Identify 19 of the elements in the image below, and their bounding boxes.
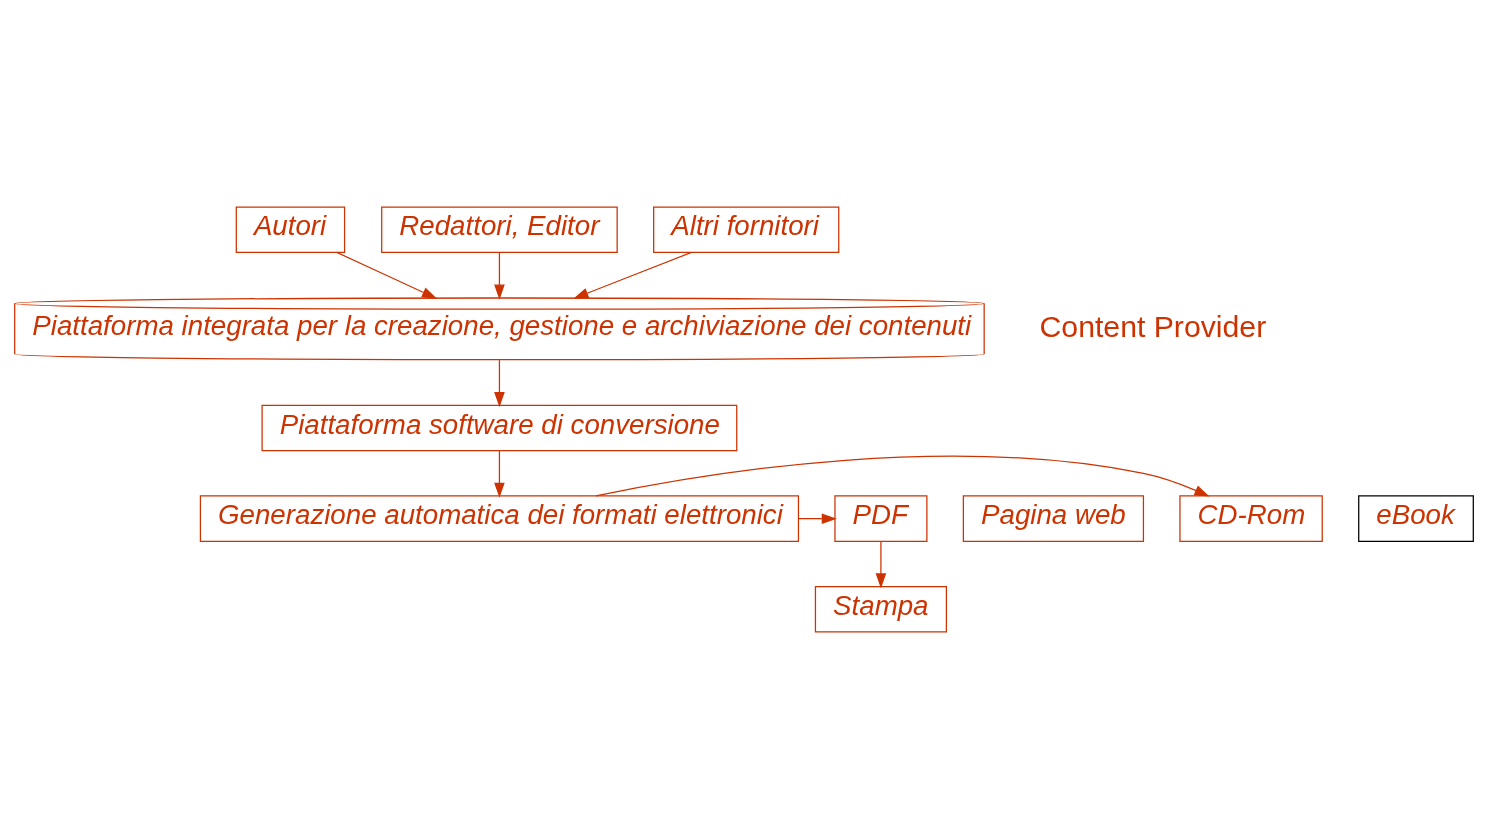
node-box: Stampa <box>814 585 947 633</box>
arrow <box>494 251 505 300</box>
node-box: Altri fornitori <box>653 205 840 253</box>
node-box: CD-Rom <box>1179 494 1323 542</box>
arrow <box>595 455 1210 497</box>
node-box: Generazione automatica dei formati elettronici <box>199 494 800 542</box>
arrow <box>494 449 505 498</box>
arrow <box>336 251 438 299</box>
node-box: eBook <box>1358 494 1474 542</box>
arrow <box>573 251 693 299</box>
node-box: Piattaforma software di conversione <box>261 404 738 451</box>
arrow <box>797 512 837 524</box>
arrow <box>875 540 887 588</box>
node-box: PDF <box>834 494 928 542</box>
node-box: Autori <box>235 205 346 253</box>
node-box: Redattori, Editor <box>381 205 618 253</box>
node-box: Pagina web <box>962 494 1145 542</box>
arrow <box>494 359 505 407</box>
label: Content Provider <box>1039 309 1267 343</box>
